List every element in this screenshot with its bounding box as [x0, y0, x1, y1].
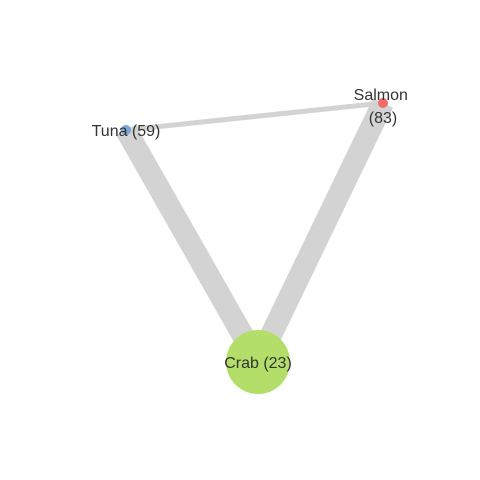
node-label-salmon-line-2: (83) — [369, 110, 397, 127]
node-label-tuna: Tuna (59) — [92, 123, 161, 140]
node-crab[interactable] — [226, 330, 290, 394]
nodes-layer — [121, 98, 388, 394]
edge-tuna-salmon — [125, 100, 384, 133]
edge-tuna-crab — [116, 124, 268, 368]
node-label-crab: Crab (23) — [224, 355, 292, 372]
node-label-salmon-line-1: Salmon — [354, 87, 408, 104]
edges-layer — [116, 98, 393, 368]
node-label-salmon: Salmon (83) — [354, 87, 413, 127]
node-salmon[interactable] — [378, 98, 388, 108]
node-tuna[interactable] — [121, 125, 131, 135]
labels-layer: Tuna (59) Salmon (83) Crab (23) — [92, 87, 413, 372]
edge-salmon-crab — [248, 98, 393, 367]
